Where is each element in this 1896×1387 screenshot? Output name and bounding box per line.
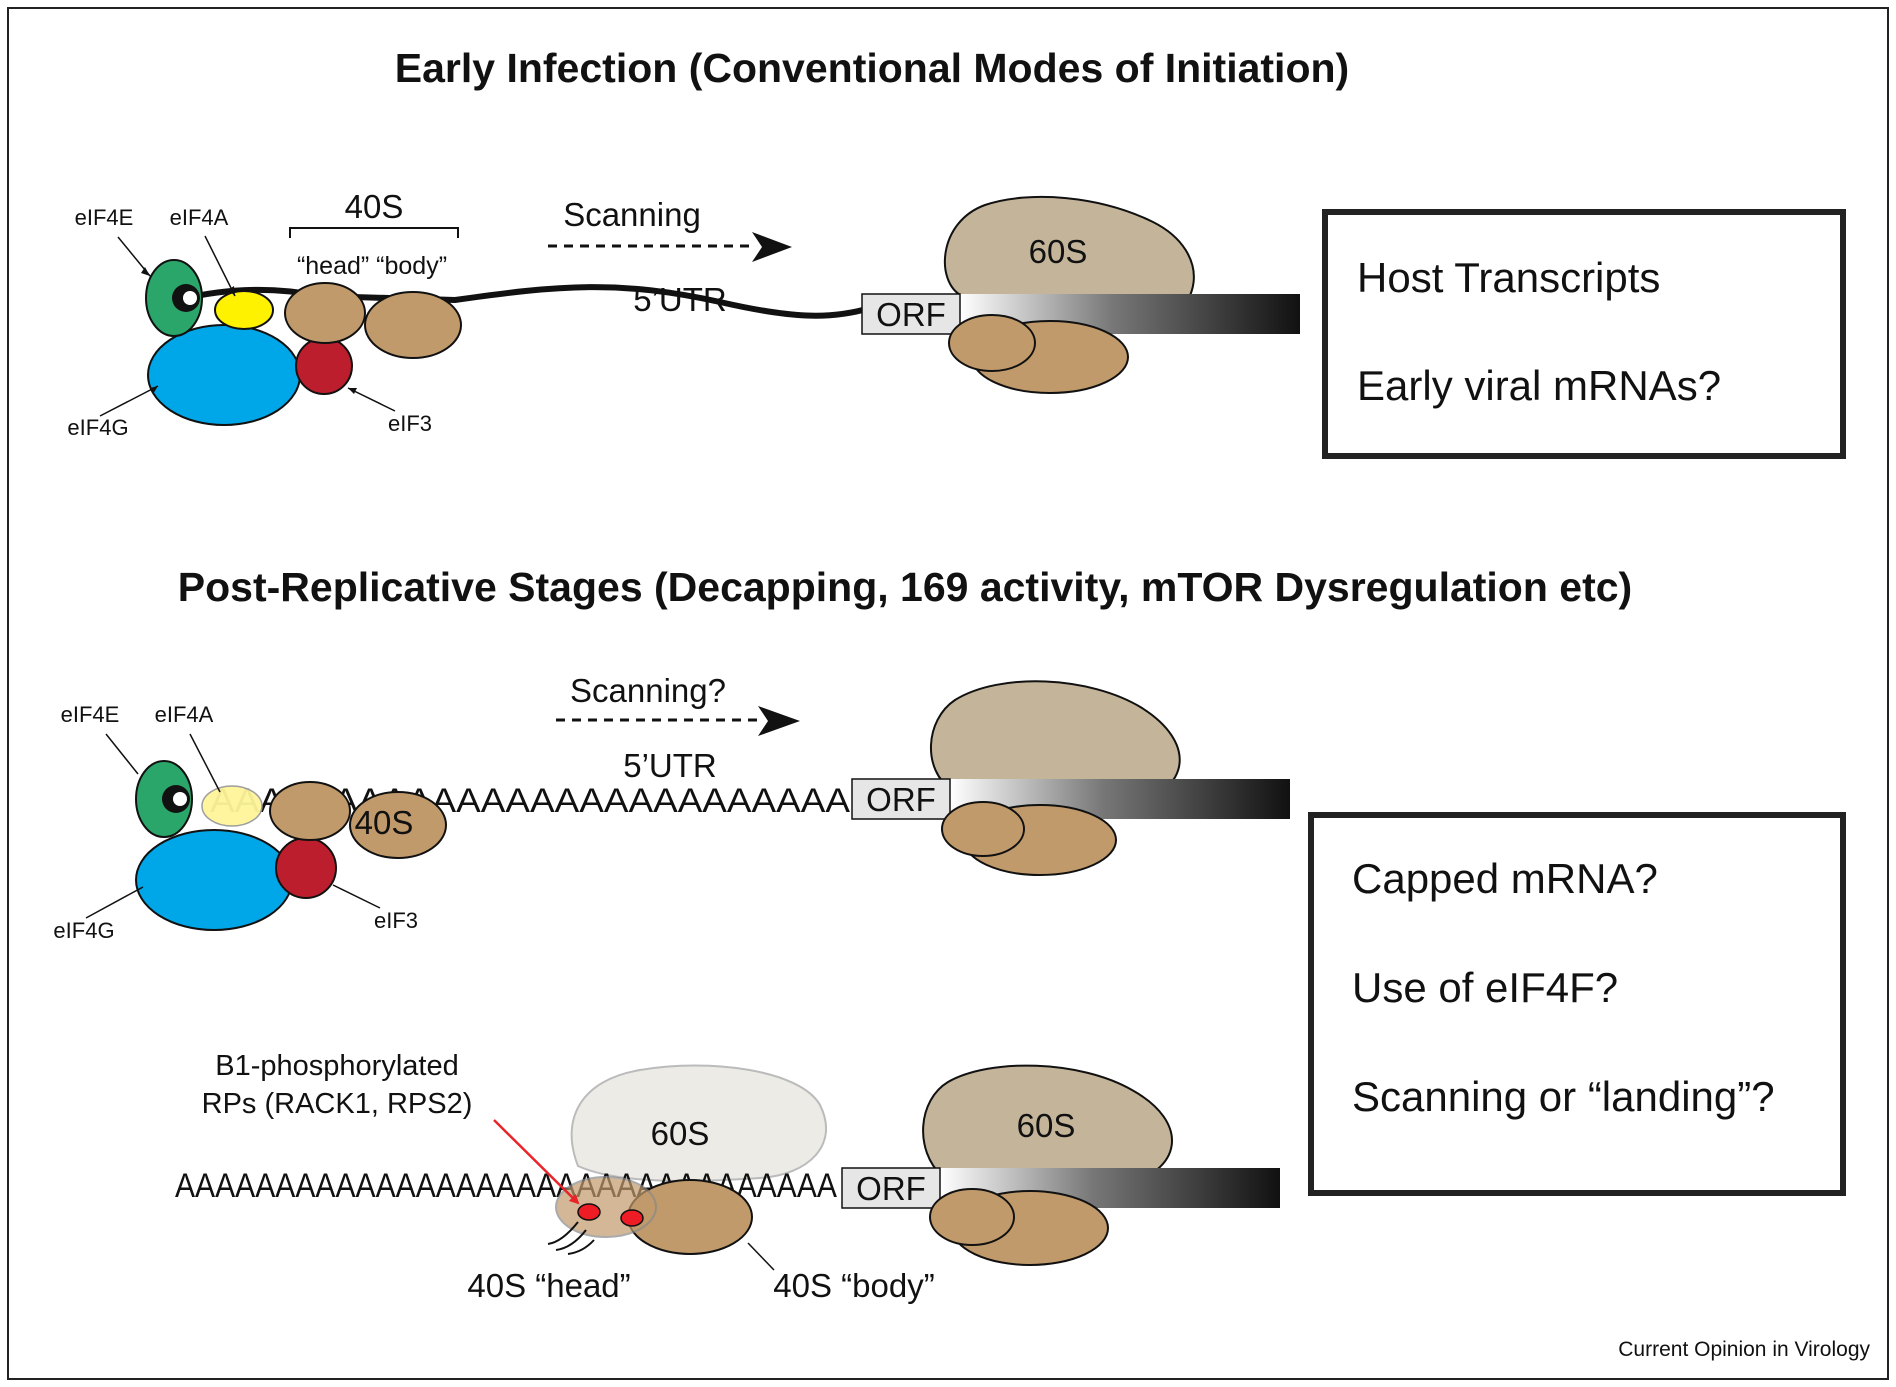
label-head-body: “head” “body”: [297, 252, 447, 280]
ribosome-40s-head-2: [941, 801, 1025, 857]
label-rp-line1: B1-phosphorylated: [215, 1050, 458, 1082]
pointer-eif3: [347, 387, 396, 412]
pointer-eif4g-2: [85, 886, 144, 919]
box2-line2: Use of eIF4F?: [1352, 964, 1618, 1011]
s40-head-2: [269, 781, 351, 841]
label-60s-3: 60S: [1017, 1107, 1076, 1144]
label-5utr-2: 5’UTR: [623, 747, 717, 784]
scanning-arrow-head: [752, 232, 792, 262]
cap-highlight-2: [173, 792, 187, 806]
panel2-title: Post-Replicative Stages (Decapping, 169 …: [178, 564, 1632, 610]
label-orf-3: ORF: [856, 1170, 926, 1207]
eif4a-subunit-2: [201, 785, 263, 827]
s40-bracket: [289, 227, 459, 238]
info-box-post-replicative: [1308, 812, 1846, 1196]
motion-line-2: [555, 1229, 587, 1251]
label-orf-2: ORF: [866, 781, 936, 818]
pointer-eif4g: [99, 385, 159, 417]
ribosome-40s-head: [948, 314, 1036, 372]
s40-head: [284, 282, 366, 344]
label-60s-faded: 60S: [651, 1115, 710, 1152]
s40-body: [364, 291, 462, 359]
label-eif4e-2: eIF4E: [61, 702, 120, 727]
label-scanning: Scanning: [563, 196, 701, 233]
s40-body-2: [349, 791, 447, 859]
box2-line1: Capped mRNA?: [1352, 855, 1658, 902]
info-box-early: [1322, 209, 1846, 459]
pointer-eif4e-2: [105, 733, 139, 775]
label-eif3-2: eIF3: [374, 908, 418, 933]
motion-line-1: [567, 1239, 595, 1255]
label-eif4e: eIF4E: [75, 205, 134, 230]
pointer-eif4e-head: [141, 267, 150, 276]
ribosome-40s-head-3: [929, 1188, 1015, 1246]
label-60s: 60S: [1029, 233, 1088, 270]
pointer-eif3-head: [348, 388, 357, 394]
label-eif4a: eIF4A: [170, 205, 229, 230]
eif3-subunit-2: [275, 837, 337, 899]
box2-line3: Scanning or “landing”?: [1352, 1073, 1775, 1120]
pointer-eif4a: [204, 235, 236, 297]
label-eif4a-2: eIF4A: [155, 702, 214, 727]
pointer-eif3-2: [332, 884, 381, 909]
label-orf: ORF: [876, 296, 946, 333]
label-40s-body: 40S “body”: [773, 1267, 934, 1304]
eif4g-subunit: [147, 324, 301, 426]
rp-dot-rps2: [620, 1209, 644, 1227]
motion-line-3: [547, 1221, 579, 1245]
scanning-arrow-head-2: [758, 706, 800, 736]
mrna-5utr-line: [177, 284, 871, 319]
orf-box: [861, 293, 961, 335]
pointer-eif4a-head: [228, 286, 235, 296]
orf-box-3: [841, 1167, 941, 1209]
orf-box-2: [851, 778, 951, 820]
label-40s-2: 40S: [355, 804, 414, 841]
red-arrow-rp: [493, 1119, 580, 1205]
label-40s-head: 40S “head”: [467, 1267, 630, 1304]
pointer-eif4a-2: [189, 733, 221, 793]
label-eif4g: eIF4G: [67, 415, 128, 440]
box1-line1: Host Transcripts: [1357, 254, 1660, 301]
label-scanning-2: Scanning?: [570, 672, 726, 709]
pointer-eif4g-head: [150, 386, 158, 394]
figure-border: [7, 7, 1889, 1380]
label-rp-line2: RPs (RACK1, RPS2): [202, 1088, 473, 1120]
eif4a-subunit: [214, 290, 274, 330]
eif3-subunit: [295, 337, 353, 395]
journal-credit: Current Opinion in Virology: [1618, 1338, 1870, 1361]
eif4g-subunit-2: [135, 829, 293, 931]
panel1-title: Early Infection (Conventional Modes of I…: [395, 45, 1349, 91]
rp-dot-rack1: [577, 1203, 601, 1221]
label-40s: 40S: [345, 188, 404, 225]
label-5utr: 5’UTR: [633, 281, 727, 318]
label-eif3: eIF3: [388, 411, 432, 436]
cap-highlight: [183, 291, 197, 305]
s40-head-3: [555, 1176, 657, 1238]
box1-line2: Early viral mRNAs?: [1357, 362, 1721, 409]
pointer-40s-body: [747, 1242, 775, 1271]
label-eif4g-2: eIF4G: [53, 918, 114, 943]
